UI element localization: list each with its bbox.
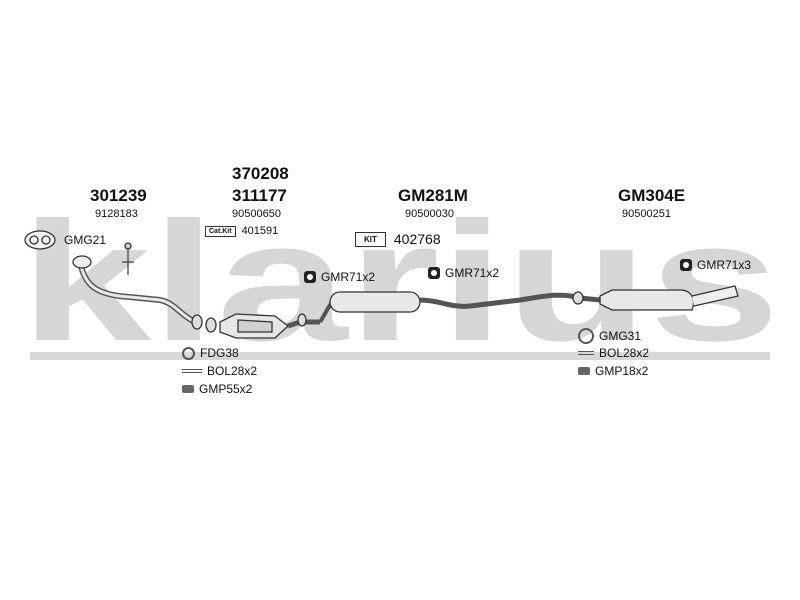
sensor	[122, 248, 134, 275]
mount-icon	[680, 259, 692, 271]
cat-kit-tag: Cat.Kit	[205, 225, 236, 237]
mount-label-2-text: GMR71x2	[445, 266, 500, 280]
middle-kit-tag: KIT	[355, 231, 386, 247]
fitting-left-3: GMP55x2	[182, 382, 252, 396]
cat-kit-ref: 401591	[241, 225, 279, 237]
mount-icon	[428, 267, 440, 279]
middle-kit: KIT 402768	[355, 231, 441, 247]
tail-pipe	[691, 285, 739, 307]
fitting-left-2-text: BOL28x2	[207, 364, 258, 378]
fitting-right-3-text: GMP18x2	[595, 364, 649, 378]
middle-silencer	[329, 291, 421, 313]
ring-gasket-icon	[578, 328, 594, 344]
cat-converter-shade	[237, 319, 273, 333]
gasket-icon	[24, 230, 56, 250]
rear-part-code: GM304E	[618, 186, 686, 205]
watermark-bar	[30, 352, 770, 360]
gasket-hole-2	[41, 235, 51, 245]
fitting-right-2-text: BOL28x2	[599, 346, 650, 360]
mount-icon	[304, 271, 316, 283]
sensor-head	[124, 242, 132, 250]
fitting-left-2: BOL28x2	[182, 364, 257, 378]
cat-part-code-2: 311177	[232, 186, 287, 205]
mount-label-3: GMR71x3	[680, 258, 751, 272]
cat-kit: Cat.Kit 401591	[205, 225, 278, 237]
gasket-hole-1	[29, 235, 39, 245]
mount-label-1-text: GMR71x2	[321, 270, 376, 284]
mount-label-3-text: GMR71x3	[697, 258, 752, 272]
fitting-right-1-text: GMG31	[599, 329, 642, 343]
rear-silencer	[599, 289, 695, 311]
clamp-icon	[182, 385, 194, 393]
bolt-icon	[182, 369, 202, 373]
watermark-text: klarius	[20, 187, 780, 377]
flange-joint-4	[572, 291, 584, 305]
front-gasket-label: GMG21	[64, 233, 107, 247]
rear-part-ref: 90500251	[622, 208, 671, 220]
middle-part-code: GM281M	[398, 186, 468, 205]
flange-joint-3	[297, 313, 307, 327]
middle-kit-ref: 402768	[393, 231, 441, 247]
front-part-code: 301239	[90, 186, 147, 205]
fitting-right-3: GMP18x2	[578, 364, 648, 378]
ring-gasket-icon	[182, 346, 195, 360]
middle-outlet	[419, 292, 601, 309]
front-part-ref: 9128183	[95, 208, 138, 220]
front-pipe-inner	[78, 261, 196, 324]
bolt-icon	[578, 351, 594, 355]
cat-part-ref: 90500650	[232, 208, 281, 220]
fitting-left-3-text: GMP55x2	[199, 382, 253, 396]
flange-joint-1	[191, 314, 203, 330]
mount-label-2: GMR71x2	[428, 266, 499, 280]
clamp-icon	[578, 367, 590, 375]
fitting-left-1: FDG38	[182, 346, 239, 360]
fitting-right-2: BOL28x2	[578, 346, 649, 360]
fitting-left-1-text: FDG38	[200, 346, 239, 360]
middle-part-ref: 90500030	[405, 208, 454, 220]
mount-label-1: GMR71x2	[304, 270, 375, 284]
front-pipe	[77, 261, 197, 325]
cat-part-code-1: 370208	[232, 164, 289, 183]
fitting-right-1: GMG31	[578, 328, 641, 344]
flange-joint-2	[205, 317, 217, 333]
front-flange	[72, 255, 92, 269]
